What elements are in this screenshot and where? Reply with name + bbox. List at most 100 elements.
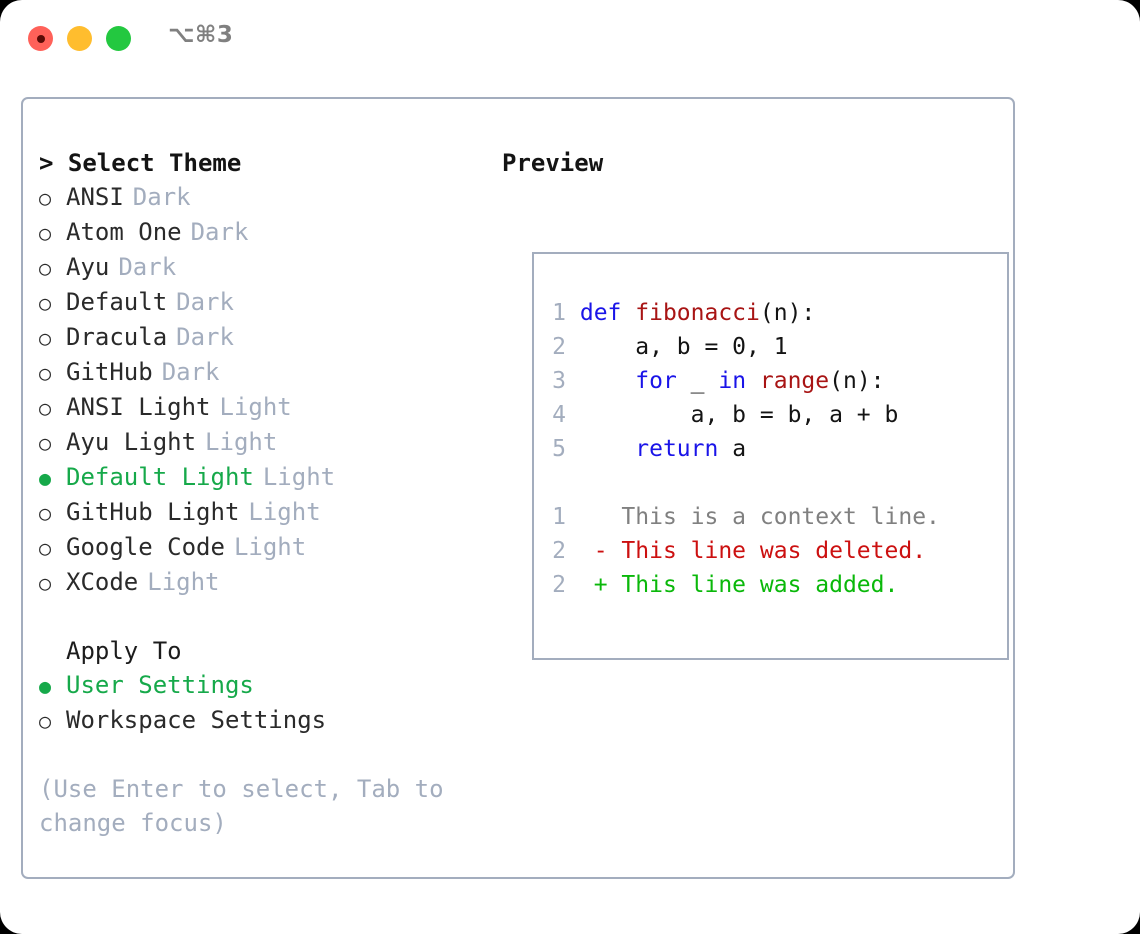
theme-option-github-light[interactable]: ○ GitHub Light Light	[39, 495, 469, 530]
theme-option-tag: Light	[262, 463, 336, 491]
code-token	[580, 368, 635, 394]
theme-option-label: Ayu	[66, 253, 110, 281]
apply-to-option-user-settings[interactable]: ● User Settings	[39, 668, 469, 703]
theme-option-label: Dracula	[66, 323, 168, 351]
theme-option-label: ANSI Light	[66, 393, 211, 421]
line-number: 1	[552, 300, 566, 326]
line-number: 5	[552, 436, 566, 462]
code-token: def	[579, 300, 636, 326]
diff-lines: 1 This is a context line. 2 - This line w…	[548, 500, 940, 602]
theme-option-google-code[interactable]: ○ Google Code Light	[39, 530, 469, 565]
code-token: a, b = b, a + b	[579, 402, 899, 428]
minimize-button[interactable]	[67, 26, 92, 51]
theme-option-tag: Light	[233, 533, 307, 561]
window-controls	[28, 26, 131, 51]
title-bar: ⌥⌘3	[0, 0, 1140, 78]
radio-unselected-icon: ○	[39, 501, 52, 525]
preview-heading: Preview	[502, 149, 604, 177]
code-diff-gap	[548, 466, 940, 500]
apply-to-option-workspace-settings[interactable]: ○Workspace Settings	[39, 703, 469, 738]
theme-option-ayu[interactable]: ○ Ayu Dark	[39, 250, 469, 285]
theme-option-tag: Dark	[176, 323, 234, 351]
diff-line-text: - This line was deleted.	[593, 538, 927, 564]
theme-option-tag: Light	[219, 393, 292, 421]
radio-unselected-icon: ○	[39, 571, 52, 595]
code-token: fibonacci	[635, 300, 760, 326]
theme-option-ansi-light[interactable]: ○ ANSI Light Light	[39, 390, 469, 425]
theme-option-tag: Light	[248, 498, 321, 526]
radio-selected-icon: ●	[39, 674, 52, 698]
radio-unselected-icon: ○	[39, 291, 52, 315]
theme-option-tag: Dark	[118, 253, 177, 281]
radio-unselected-icon: ○	[39, 361, 52, 385]
radio-unselected-icon: ○	[39, 709, 52, 733]
theme-option-default-light[interactable]: ● Default Light Light	[39, 460, 469, 495]
theme-option-default[interactable]: ○ Default Dark	[39, 285, 469, 320]
theme-option-xcode[interactable]: ○ XCode Light	[39, 565, 469, 600]
theme-option-label: Atom One	[66, 218, 182, 246]
theme-option-label: GitHub Light	[66, 498, 240, 526]
theme-option-label: Default Light	[66, 463, 254, 491]
theme-option-tag: Dark	[132, 183, 191, 211]
code-token: range	[759, 368, 830, 394]
radio-unselected-icon: ○	[39, 186, 52, 210]
code-token: return	[635, 436, 719, 462]
radio-unselected-icon: ○	[39, 221, 52, 245]
code-token: a, b = 0, 1	[579, 334, 788, 360]
apply-to-heading: Apply To	[66, 637, 182, 665]
diff-line-text: + This line was added.	[593, 572, 899, 598]
list-spacer	[39, 600, 469, 634]
diff-line: 1 This is a context line.	[548, 500, 940, 534]
apply-to-option-label: User Settings	[66, 671, 254, 699]
theme-option-tag: Light	[147, 568, 220, 596]
line-number: 4	[552, 402, 566, 428]
code-token: (n):	[759, 300, 816, 326]
theme-option-atom-one[interactable]: ○ Atom One Dark	[39, 215, 469, 250]
theme-option-label: Google Code	[66, 533, 225, 561]
apply-to-list[interactable]: ● User Settings ○Workspace Settings	[39, 668, 469, 738]
radio-unselected-icon: ○	[39, 256, 52, 280]
code-line: 2 a, b = 0, 1	[548, 330, 940, 364]
code-line: 5 return a	[548, 432, 940, 466]
code-token: (n):	[829, 368, 885, 394]
keyboard-shortcut-label: ⌥⌘3	[168, 22, 234, 48]
theme-option-label: ANSI	[66, 183, 124, 211]
theme-option-label: XCode	[66, 568, 139, 596]
line-number: 2	[552, 572, 566, 598]
code-token: in	[718, 368, 760, 394]
code-line: 3 for _ in range(n):	[548, 364, 940, 398]
theme-option-label: Default	[66, 288, 168, 316]
theme-option-label: Ayu Light	[66, 428, 197, 456]
radio-unselected-icon: ○	[39, 536, 52, 560]
code-token: a	[718, 436, 747, 462]
code-token: _	[676, 368, 719, 394]
radio-unselected-icon: ○	[39, 396, 52, 420]
hint-spacer	[39, 738, 469, 772]
code-token: for	[635, 368, 677, 394]
theme-option-ansi[interactable]: ○ ANSI Dark	[39, 180, 469, 215]
line-number: 1	[552, 504, 566, 530]
code-line: 1 def fibonacci(n):	[548, 296, 940, 330]
diff-line: 2 + This line was added.	[548, 568, 940, 602]
theme-option-tag: Light	[205, 428, 278, 456]
line-number: 2	[552, 538, 566, 564]
theme-option-tag: Dark	[190, 218, 249, 246]
theme-option-tag: Dark	[176, 288, 234, 316]
maximize-button[interactable]	[106, 26, 131, 51]
keyboard-hint-text: (Use Enter to select, Tab to change focu…	[39, 775, 444, 837]
radio-selected-icon: ●	[39, 466, 52, 490]
line-number: 2	[552, 334, 566, 360]
preview-column: Preview 1 def fibonacci(n):2 a, b = 0, 1…	[502, 146, 1009, 660]
line-number: 3	[552, 368, 566, 394]
diff-line-text: This is a context line.	[593, 504, 940, 530]
close-button[interactable]	[28, 26, 53, 51]
code-token	[580, 436, 635, 462]
